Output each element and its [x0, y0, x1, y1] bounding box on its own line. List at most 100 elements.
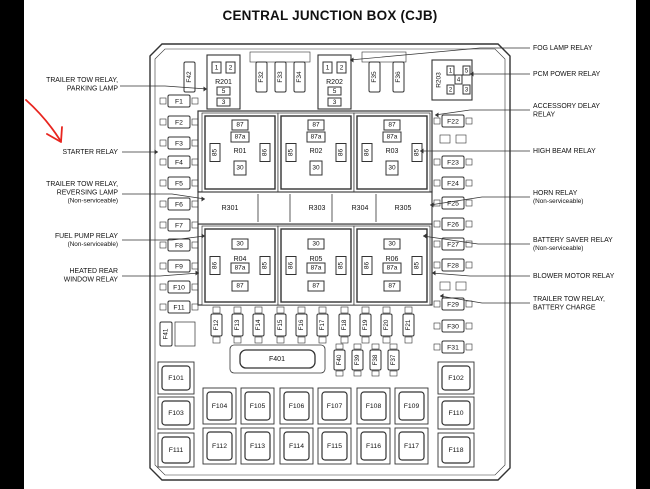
lower-fuse	[333, 349, 346, 371]
left-callout-leader	[120, 85, 208, 90]
vertical-fuse	[295, 313, 308, 337]
cartridge-fuse-label: F109	[404, 403, 420, 410]
iso-relay-terminal	[307, 238, 325, 250]
left-fuse-terminal	[159, 118, 167, 126]
cartridge-fuse	[161, 365, 191, 391]
right-fuse-terminal	[433, 322, 441, 330]
iso-relay-terminal	[230, 262, 250, 274]
iso-relay-terminal	[285, 256, 297, 275]
left-fuse-label: F2	[175, 119, 183, 126]
right-fuse-label: F26	[447, 221, 459, 228]
iso-relay-terminal	[309, 160, 323, 176]
left-fuse-label: F4	[175, 159, 183, 166]
left-fuse-terminal	[159, 158, 167, 166]
left-fuse-terminal	[191, 139, 199, 147]
left-callout-label: (Non-serviceable)	[68, 241, 118, 248]
left-fuse-label: F11	[173, 304, 184, 311]
cartridge-fuse-label: F105	[250, 403, 266, 410]
right-fuse-terminal	[465, 343, 473, 351]
mini-relay-pin-label: 1	[215, 65, 219, 72]
right-callout-label: HIGH BEAM RELAY	[533, 148, 596, 155]
left-fuse-label: F9	[175, 263, 183, 270]
right-fuse-label: F25	[447, 200, 459, 207]
vertical-fuse-terminal	[361, 306, 370, 314]
lower-fuse	[369, 349, 382, 371]
iso-relay-terminal-label: 86	[364, 149, 371, 157]
right-fuse-label: F29	[447, 301, 459, 308]
left-fuse-terminal	[191, 118, 199, 126]
cartridge-fuse	[441, 436, 471, 464]
mini-relay-pin-box	[327, 97, 342, 107]
cartridge-fuse-label: F118	[449, 447, 464, 454]
left-fuse	[167, 155, 191, 169]
mini-relay-pin-box	[454, 74, 463, 85]
left-fuse	[167, 259, 191, 273]
mini-relay-pin-label: 4	[457, 78, 461, 84]
right-fuse-terminal	[439, 281, 451, 291]
vertical-fuse-terminal	[404, 306, 413, 314]
right-callout-arrowhead	[430, 202, 434, 208]
mini-relay-name: R202	[326, 79, 343, 86]
right-callout-label: (Non-serviceable)	[533, 245, 583, 252]
left-callout-arrowhead	[195, 270, 199, 276]
left-callout-leader	[122, 193, 206, 200]
right-fuse-terminal	[455, 134, 467, 144]
cartridge-fuse	[206, 431, 233, 461]
right-fuse-terminal	[433, 220, 441, 228]
cartridge-fuse-label: F111	[169, 447, 184, 454]
iso-relay-name: R04	[234, 256, 247, 263]
right-fuse-terminal	[433, 117, 441, 125]
vertical-fuse-label: F16	[298, 319, 305, 330]
vertical-fuse-label: F18	[341, 319, 348, 330]
iso-relay-terminal-label: 30	[236, 165, 244, 172]
mini-relay-pin-box	[322, 61, 333, 74]
iso-relay-terminal	[259, 256, 271, 275]
iso-relay-terminal-label: 86	[364, 262, 371, 270]
right-callout-leader	[431, 272, 530, 277]
iso-relay-terminal-label: 87a	[311, 134, 322, 141]
right-fuse-terminal	[465, 322, 473, 330]
left-fuse	[167, 280, 191, 294]
lower-fuse-terminal	[389, 343, 398, 350]
left-callout-label: FUEL PUMP RELAY	[55, 233, 118, 240]
vertical-fuse-label: F12	[213, 319, 220, 330]
middle-relay-label: R303	[309, 205, 326, 212]
vertical-fuse	[252, 313, 265, 337]
iso-relay-terminal	[285, 143, 297, 162]
vertical-fuse-terminal	[340, 306, 349, 314]
vertical-fuse-terminal	[297, 306, 306, 314]
iso-relay-terminal	[306, 131, 326, 143]
right-callout-leader	[434, 109, 530, 116]
right-callout-leader	[439, 295, 530, 304]
mini-relay-name: R201	[215, 79, 232, 86]
iso-relay-terminal-label: 87a	[235, 265, 246, 272]
mini-relay-pin-box	[446, 65, 455, 76]
right-callout-label: BATTERY CHARGE	[533, 304, 596, 311]
vertical-fuse-terminal	[318, 336, 327, 344]
iso-relay-terminal-label: 86	[288, 262, 295, 270]
vertical-fuse-label: F13	[234, 319, 241, 330]
iso-relay-terminal-label: 85	[262, 262, 269, 270]
vertical-fuse-terminal	[212, 306, 221, 314]
right-fuse-terminal	[465, 199, 473, 207]
top-fuse-label: F35	[371, 71, 378, 83]
left-fuse-label: F10	[173, 284, 185, 291]
right-callout-label: BATTERY SAVER RELAY	[533, 237, 613, 244]
iso-relay-terminal	[307, 280, 325, 292]
iso-relay-terminal	[230, 131, 250, 143]
right-callout-label: (Non-serviceable)	[533, 198, 583, 205]
right-fuse	[441, 176, 465, 190]
vertical-fuse-terminal	[340, 336, 349, 344]
iso-relay-terminal-label: 87	[312, 283, 320, 290]
iso-relay-terminal-label: 87a	[235, 134, 246, 141]
middle-relay-label: R301	[222, 205, 239, 212]
iso-relay-name: R05	[310, 256, 323, 263]
vertical-fuse-terminal	[361, 336, 370, 344]
mini-relay-name: R203	[436, 72, 443, 88]
left-fuse-label: F1	[175, 98, 183, 105]
maxi-fuse-label: F401	[269, 356, 285, 363]
right-callout-leader	[429, 196, 530, 206]
left-fuse-label: F5	[175, 180, 183, 187]
left-callout-arrowhead	[203, 86, 207, 92]
vertical-fuse	[274, 313, 287, 337]
